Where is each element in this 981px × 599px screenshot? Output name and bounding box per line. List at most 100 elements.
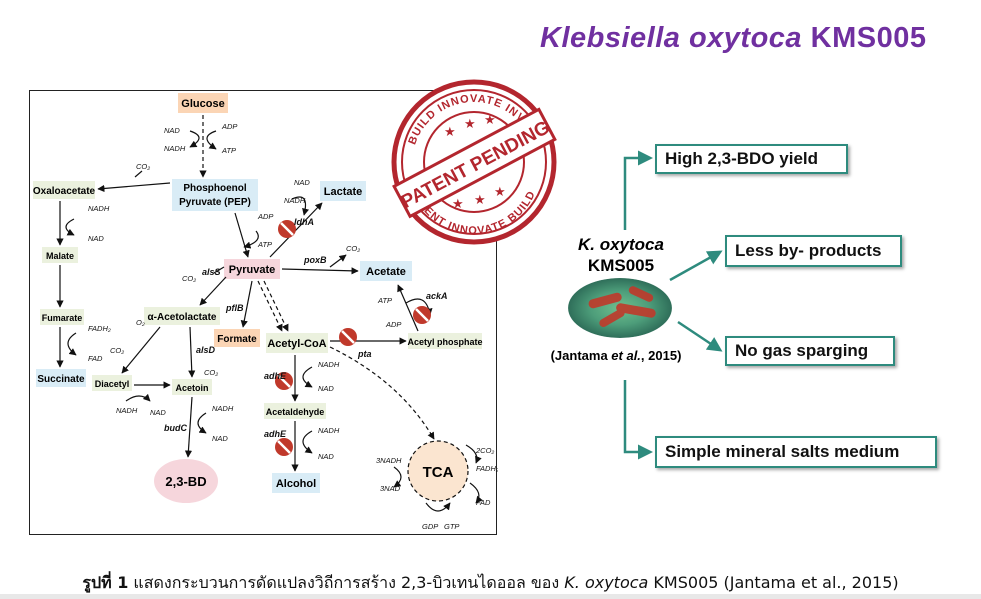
label-co2-pep: CO₂ [136,162,150,171]
label-gtp: GTP [444,522,459,531]
acetaldehyde-box [264,403,326,419]
cofactor-curve-fumarate [67,332,77,356]
acetyl-phosphate-box [408,333,482,349]
benefit-high-yield: High 2,3-BDO yield [655,144,848,174]
label-fad: FAD [88,354,103,363]
oxaloacetate-box [33,181,95,199]
organism-name: K. oxytoca KMS005 [566,234,676,276]
label-nadh-adhe2: NADH [318,426,340,435]
succinate-box [36,369,86,387]
label-nadh-budc: NADH [212,404,234,413]
cofactor-curve-malate [65,218,75,236]
fumarate-label: Fumarate [42,313,83,323]
reference-suffix: , 2015) [640,348,682,363]
caption-text-2: KMS005 (Jantama et al., 2015) [648,573,899,592]
pep-label-2: Pyruvate (PEP) [179,197,251,208]
caption-label: รูปที่ 1 [82,573,129,592]
arrow-pep-oxaloacetate [97,182,171,193]
cofactor-curve-ldha [291,196,310,216]
gene-pta: pta [357,349,372,359]
gene-adhe2: adhE [264,429,287,439]
bottom-divider [0,594,981,599]
caption-italic: K. oxytoca [564,573,649,592]
organism-strain: KMS005 [587,256,655,275]
pep-box [172,179,258,211]
arrow-pyruvate-acetolactate [199,276,227,306]
knockout-ldha-icon [278,220,296,238]
arrow-pyruvate-co2 [213,266,225,274]
title-strain: KMS005 [810,22,927,54]
lactate-label: Lactate [324,186,363,198]
acetyl-coa-label: Acetyl-CoA [267,338,326,350]
acetyl-phosphate-label: Acetyl phosphate [407,337,482,347]
organism-name-italic: K. oxytoca [578,235,664,254]
label-3nadh: 3NADH [376,456,402,465]
gene-adhe1: adhE [264,371,287,381]
label-fadh2: FADH₂ [88,324,111,333]
tca-circle [407,440,469,502]
label-adp-acka: ADP [385,320,401,329]
formate-label: Formate [217,334,257,345]
arrow-pyruvate-formate [240,280,253,328]
benefit-less-byproducts: Less by- products [725,235,902,267]
label-nad-adhe1: NAD [318,384,334,393]
arrow-acetate-co2 [329,254,347,268]
reference-prefix: (Jantama [550,348,612,363]
cofactor-curve-adhe1 [302,366,313,388]
acetaldehyde-label: Acetaldehyde [266,407,325,417]
arrow-pep-pyruvate [234,212,250,258]
arrow-pyruvate-acetate [281,267,359,275]
label-fadh2-tca: FADH₂ [476,464,498,473]
label-o2: O₂ [136,318,145,327]
gene-pflb: pflB [225,303,244,313]
fumarate-box [40,309,84,325]
bacteria-image [568,278,672,338]
label-nadh-acetoin: NADH [116,406,138,415]
label-adp-pyr: ADP [257,212,273,221]
label-nad-malate: NAD [88,234,104,243]
label-fad-tca: FAD [476,498,491,507]
acetolactate-label: α-Acetolactate [148,312,217,323]
connector-byproducts [669,250,723,282]
gene-alss: alsS [202,267,221,277]
cofactor-curve-pyruvate [243,230,259,249]
acetolactate-box [144,307,220,325]
acetyl-coa-box [266,333,328,353]
svg-text:★: ★ [484,112,496,127]
connector-yield [623,150,653,230]
gene-acka: ackA [426,291,448,301]
reference: (Jantama et al., 2015) [526,348,706,363]
malate-box [42,247,78,263]
acetoin-box [172,379,212,395]
arrow-pyruvate-lactate [269,202,323,258]
benefits-panel: K. oxytoca KMS005 (Jantama et al., 2015)… [520,130,980,490]
label-2co2: 2CO₂ [475,446,494,455]
label-co2-alsd: CO₂ [204,368,218,377]
label-nad-1: NAD [164,126,180,135]
label-nadh-adhe1: NADH [318,360,340,369]
tca-label: TCA [423,464,454,481]
label-atp-acka: ATP [377,296,392,305]
succinate-label: Succinate [37,374,85,385]
acetate-label: Acetate [366,266,406,278]
arrow-acetolactate-diacetyl [121,326,161,374]
knockout-pta-icon [339,328,357,346]
label-nadh-ldha: NADH [284,196,306,205]
acetoin-label: Acetoin [175,383,208,393]
label-3nad: 3NAD [380,484,401,493]
acetate-box [360,261,412,281]
alcohol-box [272,473,320,493]
lactate-box [320,181,366,201]
arrow-acetolactate-acetoin [188,326,196,378]
connector-sparging [677,320,723,352]
svg-text:★: ★ [452,196,464,211]
label-nadh-malate: NADH [88,204,110,213]
glucose-label: Glucose [181,98,224,110]
label-nad-budc: NAD [212,434,228,443]
diacetyl-box [92,375,132,391]
cofactor-curve-glucose-2 [206,130,217,150]
arrow-pyruvate-acetylcoa-2 [263,280,289,332]
patent-pending-stamp: BUILD INNOVATE INVENT INVENT INNOVATE BU… [378,72,570,252]
svg-text:★: ★ [444,124,456,139]
gene-poxb: poxB [303,255,327,265]
